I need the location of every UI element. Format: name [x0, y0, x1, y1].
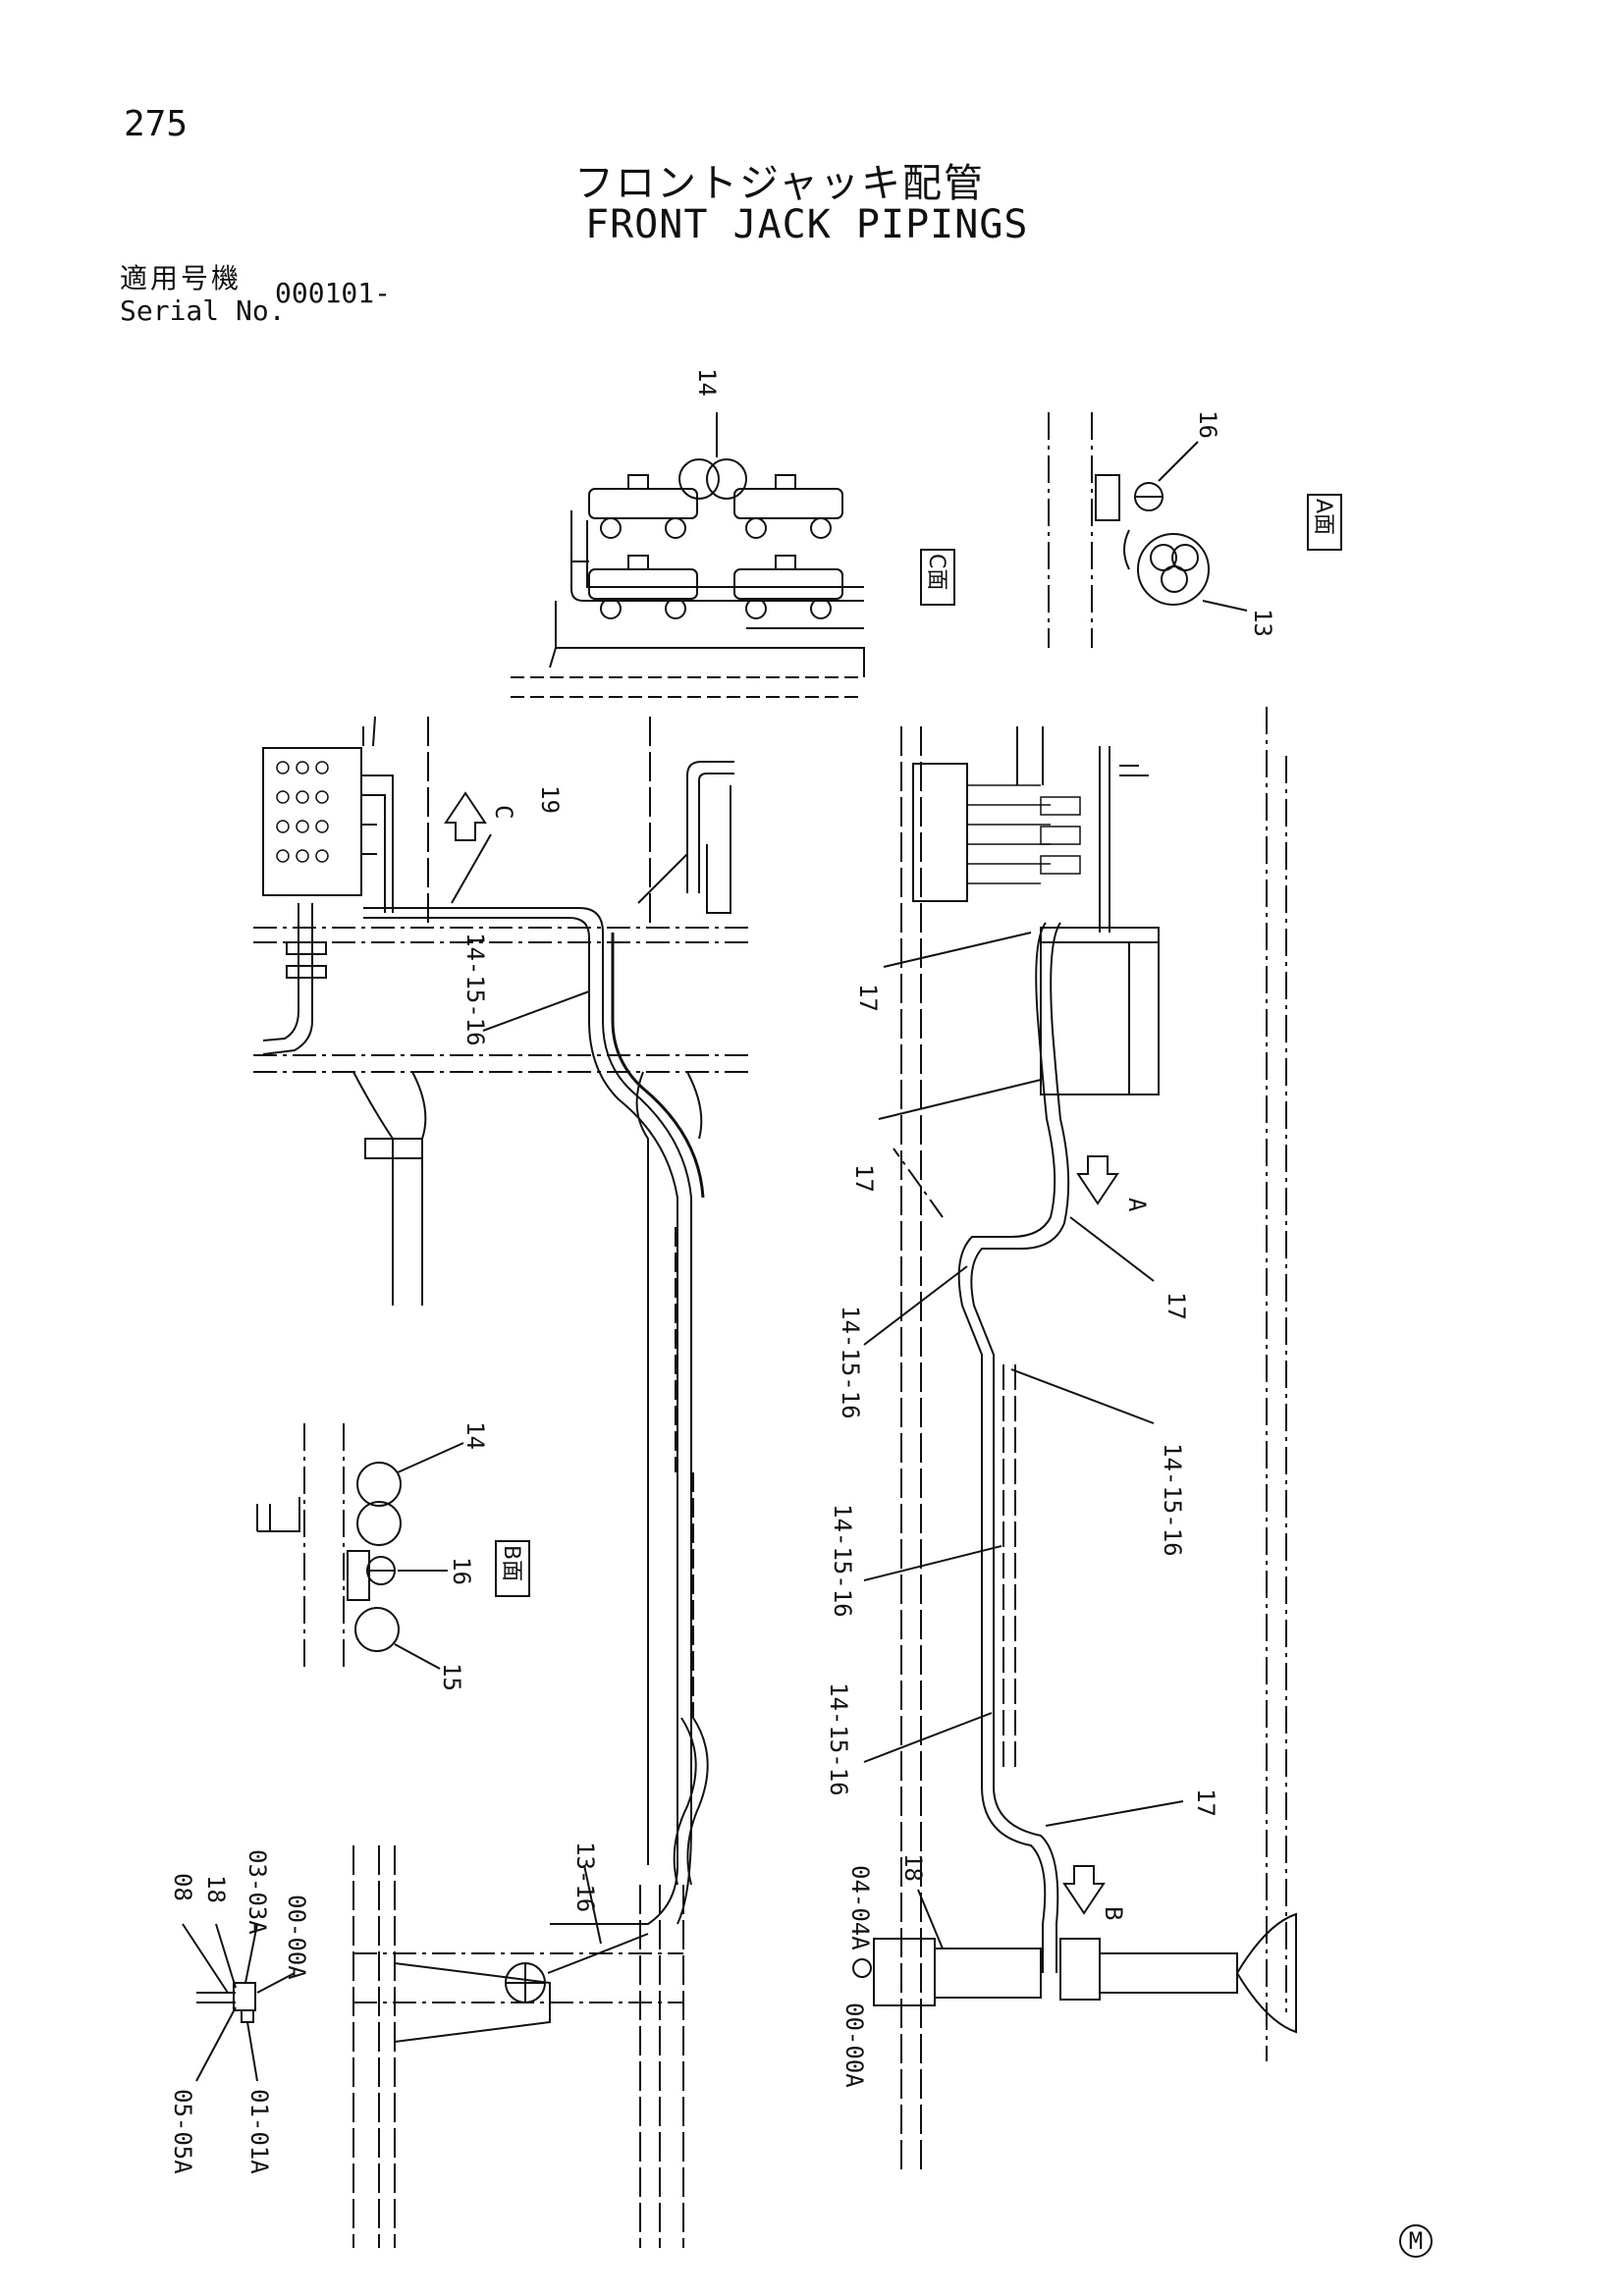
leader-17b: [878, 1079, 1042, 1120]
view-c-detail: [511, 412, 865, 698]
arrow-a: [1076, 1155, 1119, 1205]
callout-b16: 16: [448, 1557, 475, 1585]
leader-18-right: [917, 1889, 944, 1949]
callout-14-15-16-c: 14-15-16: [829, 1504, 856, 1618]
serial-number-value: 000101-: [275, 277, 392, 309]
callout-13-16: 13-16: [571, 1842, 599, 1912]
callout-05-05A: 05-05A: [169, 2089, 196, 2174]
view-b-box: [495, 1540, 530, 1597]
leader-14-15-16-a: [863, 1265, 968, 1346]
view-a-box: [1307, 494, 1342, 551]
leader-14-15-16-left: [482, 990, 590, 1032]
title-english: FRONT JACK PIPINGS: [585, 202, 1029, 247]
page-number: 275: [124, 104, 189, 144]
view-b-label: B面: [499, 1545, 523, 1581]
callout-17a: 17: [854, 984, 882, 1012]
view-c-box: [920, 549, 955, 606]
view-a-detail: [1048, 412, 1248, 648]
arrow-c-letter: C: [490, 805, 517, 819]
callout-00-00A-detail: 00-00A: [283, 1895, 310, 1980]
arrow-b-letter: B: [1100, 1906, 1127, 1920]
small-detail: [182, 1923, 296, 2082]
left-main-structure: [253, 716, 754, 2248]
callout-00-00A-right: 00-00A: [840, 2002, 868, 2088]
callout-14-15-16-left: 14-15-16: [461, 933, 489, 1046]
callout-18-right: 18: [899, 1853, 927, 1882]
title-japanese: フロントジャッキ配管: [574, 161, 985, 206]
callout-18-detail: 18: [202, 1875, 230, 1903]
view-c-label: C面: [924, 554, 948, 590]
callout-c14: 14: [693, 368, 721, 397]
serial-label-japanese: 適用号機: [120, 262, 243, 294]
callout-a16: 16: [1194, 410, 1221, 439]
manufacturer-mark: M: [1399, 2224, 1433, 2258]
leader-19: [451, 833, 492, 904]
callout-01-01A: 01-01A: [245, 2089, 273, 2174]
leader-14-15-16-c: [863, 1545, 1002, 1581]
callout-b15: 15: [438, 1663, 465, 1691]
arrow-a-letter: A: [1123, 1198, 1151, 1212]
callout-14-15-16-b: 14-15-16: [1159, 1443, 1186, 1557]
callout-b14: 14: [461, 1421, 489, 1450]
leader-17a: [883, 932, 1032, 968]
callout-19: 19: [536, 785, 564, 814]
callout-03-03A: 03-03A: [244, 1849, 271, 1935]
view-b-detail: [256, 1423, 464, 1670]
callout-17c: 17: [1163, 1292, 1190, 1320]
serial-label-english: Serial No.: [120, 294, 286, 327]
leader-17d: [1045, 1800, 1184, 1827]
right-main-structure: [852, 707, 1297, 2169]
arrow-c: [444, 791, 487, 841]
arrow-b: [1062, 1865, 1106, 1915]
callout-a13: 13: [1249, 609, 1276, 637]
callout-08: 08: [169, 1873, 196, 1901]
leader-13-16: [583, 1864, 602, 1945]
callout-17d: 17: [1192, 1789, 1219, 1817]
callout-14-15-16-a: 14-15-16: [837, 1306, 864, 1419]
callout-04-04A: 04-04A: [846, 1865, 874, 1950]
leader-14-15-16-b: [1010, 1368, 1155, 1424]
leader-14-15-16-d: [863, 1712, 993, 1763]
leader-17c: [1069, 1216, 1155, 1282]
callout-14-15-16-d: 14-15-16: [825, 1682, 852, 1796]
view-a-label: A面: [1311, 499, 1335, 535]
callout-17b: 17: [850, 1164, 878, 1193]
